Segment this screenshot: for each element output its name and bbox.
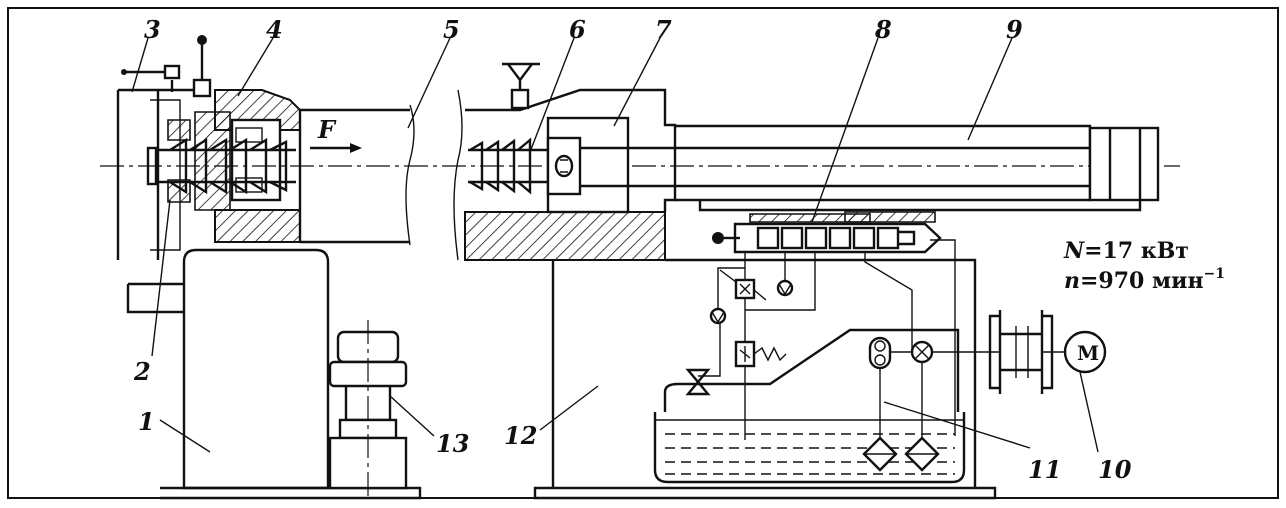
label-4: 4: [266, 15, 283, 44]
label-7: 7: [655, 15, 672, 44]
workpiece-body: [298, 89, 463, 261]
power-symbol: N: [1063, 238, 1085, 264]
base-right: [533, 258, 997, 500]
broach-teeth-right: [468, 137, 548, 195]
speed-exponent: −1: [1204, 266, 1225, 282]
motor-specs: N=17 кВт n=970 мин−1: [1063, 238, 1225, 294]
leader-lines: [131, 37, 1099, 453]
speed-value: =970 мин: [1080, 268, 1204, 294]
left-stand: [116, 88, 200, 260]
hydraulic-cylinder: [580, 124, 1160, 212]
label-6: 6: [569, 15, 586, 44]
motor-label: M: [1077, 341, 1099, 365]
speed-symbol: n: [1064, 268, 1080, 294]
label-5: 5: [443, 15, 460, 44]
label-10: 10: [1098, 455, 1132, 484]
part-labels: 3 4 5 6 7 8 9 2 1 13 12 11 10 F M: [133, 15, 1132, 484]
base-left: [126, 248, 422, 500]
coupling: [988, 310, 1054, 394]
force-label: F: [317, 115, 337, 144]
pump-unit: [328, 320, 408, 498]
power-spec-line: N=17 кВт: [1063, 238, 1189, 264]
label-8: 8: [874, 15, 892, 44]
label-9: 9: [1006, 15, 1023, 44]
force-arrow: [310, 143, 362, 153]
power-value: =17 кВт: [1084, 238, 1189, 264]
speed-spec-line: n=970 мин−1: [1064, 266, 1225, 294]
handle-vertical: [192, 35, 212, 98]
label-13: 13: [436, 429, 469, 458]
electric-motor: [1063, 330, 1107, 374]
label-2: 2: [133, 357, 151, 386]
label-3: 3: [144, 15, 161, 44]
label-12: 12: [504, 421, 537, 450]
control-valve: [712, 211, 942, 254]
carriage: [464, 62, 677, 261]
oil-tank: [653, 328, 966, 484]
label-11: 11: [1028, 455, 1061, 484]
label-1: 1: [138, 407, 155, 436]
handle-left: [121, 64, 181, 92]
hydraulic-circuit: [685, 239, 1066, 472]
